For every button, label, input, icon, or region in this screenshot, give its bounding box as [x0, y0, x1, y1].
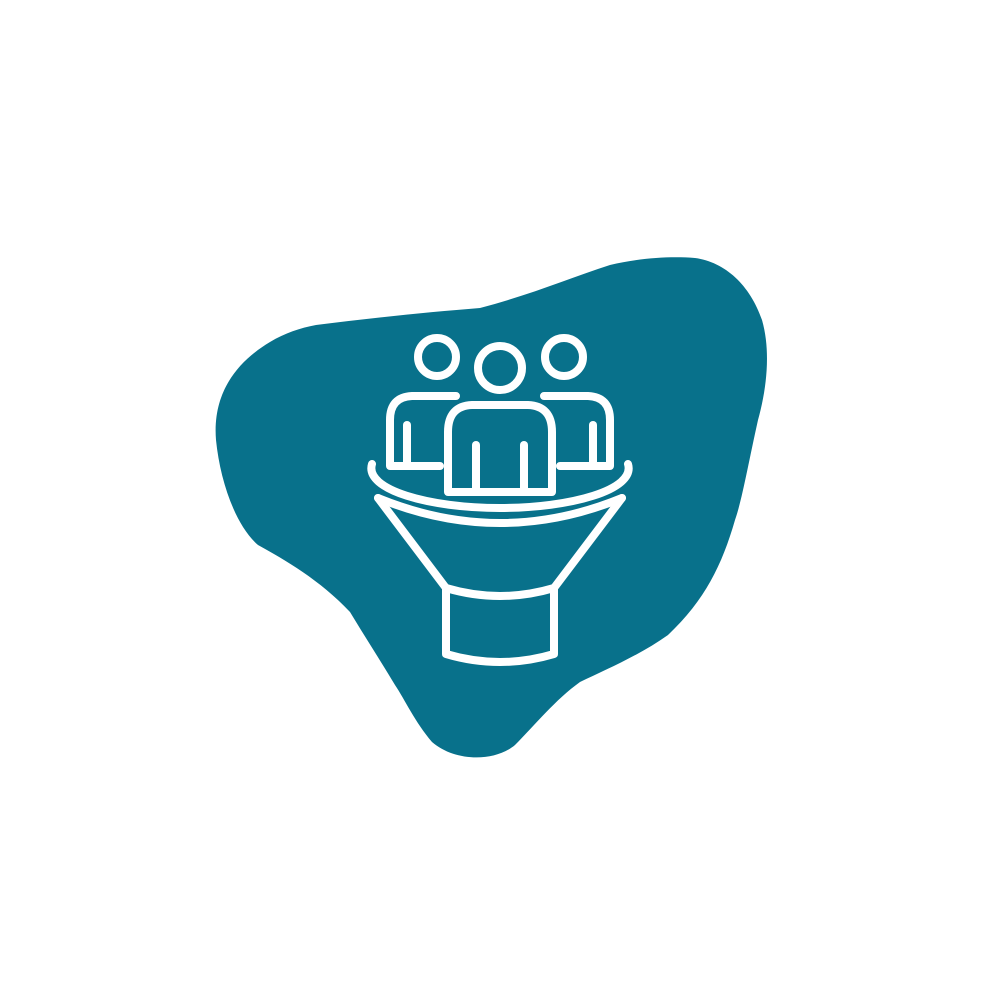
funnel-left-side	[374, 494, 450, 592]
left-person-head	[414, 334, 460, 380]
funnel-icon	[367, 460, 633, 666]
funnel-rim	[367, 460, 633, 512]
center-person-body	[444, 401, 556, 496]
right-person-body	[540, 392, 614, 470]
funnel-right-side	[550, 494, 626, 592]
funnel-inner-rim	[374, 494, 626, 527]
people-icon	[386, 334, 614, 496]
right-person-head	[541, 334, 587, 380]
left-person-body	[386, 392, 460, 470]
funnel-neck	[442, 584, 558, 666]
center-person-head	[474, 342, 526, 394]
